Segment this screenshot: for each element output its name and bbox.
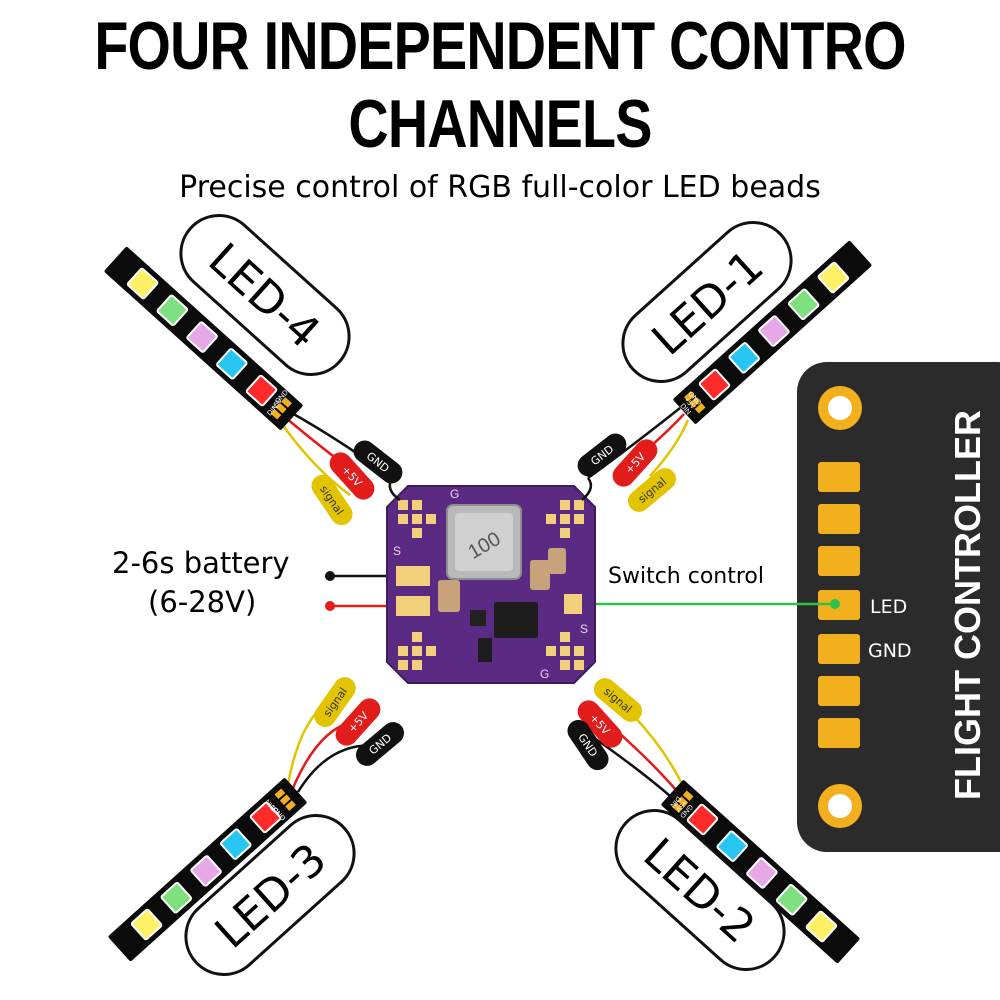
board-pad-g-label: G bbox=[450, 487, 459, 501]
fc-gnd-label: GND bbox=[868, 640, 912, 662]
page-title-line-1: FOUR INDEPENDENT CONTRO bbox=[94, 8, 906, 84]
led-bead bbox=[775, 884, 808, 916]
led-bead bbox=[728, 342, 760, 374]
board-pad-g-label: G bbox=[540, 667, 549, 681]
led-bead bbox=[160, 882, 193, 914]
led-strip-4 bbox=[103, 246, 304, 431]
led-bead bbox=[220, 828, 252, 860]
led-driver-board: 100 S S G G bbox=[386, 485, 596, 684]
board-pad-s-label: S bbox=[393, 544, 401, 558]
flight-controller-board: LED GND FLIGHT CONTROLLER bbox=[797, 362, 1000, 852]
page-title-line-2: CHANNELS bbox=[348, 86, 652, 162]
fc-led-label: LED bbox=[870, 596, 907, 618]
led-bead bbox=[186, 321, 218, 353]
led-bead bbox=[190, 855, 222, 887]
led-bead bbox=[817, 261, 850, 294]
led-bead bbox=[156, 294, 189, 326]
led-bead bbox=[245, 374, 278, 407]
led-bead bbox=[787, 288, 820, 320]
battery-label: 2-6s battery bbox=[112, 546, 290, 580]
flight-controller-label: FLIGHT CONTROLLER bbox=[947, 410, 988, 800]
led-bead bbox=[716, 830, 748, 862]
led-bead bbox=[746, 857, 778, 889]
led-strip-3 bbox=[107, 777, 308, 962]
led-strip-2 bbox=[660, 779, 861, 964]
fc-gnd-pad bbox=[818, 634, 860, 664]
led-bead bbox=[698, 368, 731, 401]
led-bead bbox=[130, 908, 163, 941]
led-bead bbox=[126, 267, 159, 300]
led-strip-1 bbox=[672, 240, 873, 425]
page-subtitle: Precise control of RGB full-color LED be… bbox=[179, 170, 821, 205]
led-bead bbox=[686, 803, 719, 836]
battery-voltage-label: (6-28V) bbox=[148, 585, 256, 619]
led-4-label-pill: LED-4 bbox=[179, 214, 351, 376]
led-bead bbox=[758, 315, 790, 347]
switch-control-label: Switch control bbox=[608, 564, 764, 589]
led-bead bbox=[249, 801, 282, 834]
led-bead bbox=[805, 910, 838, 943]
board-pad-s-label: S bbox=[580, 622, 588, 636]
led-bead bbox=[216, 348, 248, 380]
